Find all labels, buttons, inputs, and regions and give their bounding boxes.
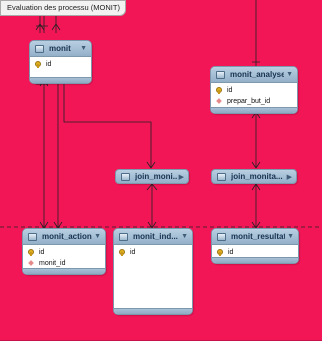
column-name: id	[46, 61, 52, 68]
table-monit-resultat[interactable]: monit_resultat ▼ id	[211, 228, 299, 264]
diamond-icon	[216, 98, 223, 105]
table-header[interactable]: monit_resultat ▼	[212, 229, 298, 245]
table-name: monit_action	[42, 232, 92, 241]
tick-mark	[36, 25, 260, 85]
table-name: monit_ind...	[133, 232, 178, 241]
column-name: id	[228, 249, 234, 256]
table-monit-ind[interactable]: monit_ind... ▼ id	[113, 228, 193, 315]
table-footer	[114, 308, 192, 314]
diagram-layer-label[interactable]: Evaluation des processu (MONIT)	[0, 0, 126, 16]
chevron-down-icon[interactable]: ▼	[94, 233, 101, 240]
table-monit-analyse[interactable]: monit_analyse ▼ id prepar_but_id	[210, 66, 298, 114]
column-name: id	[227, 87, 233, 94]
column-row[interactable]: id	[212, 247, 298, 258]
column-name: id	[130, 249, 136, 256]
column-name: monit_id	[39, 260, 66, 267]
key-icon	[216, 87, 223, 94]
column-row[interactable]: id	[211, 85, 297, 96]
table-name: monit	[49, 44, 71, 53]
table-monit-action[interactable]: monit_action ▼ id monit_id	[22, 228, 106, 275]
table-icon	[119, 232, 128, 241]
crowfoot-mark	[39, 79, 63, 229]
chevron-down-icon[interactable]: ▼	[181, 233, 188, 240]
table-footer	[212, 257, 298, 263]
table-icon	[28, 232, 37, 241]
chevron-right-icon[interactable]: ▶	[178, 173, 184, 181]
chevron-down-icon[interactable]: ▼	[286, 71, 293, 78]
table-footer	[211, 107, 297, 113]
table-header[interactable]: monit_analyse ▼	[211, 67, 297, 83]
table-join-monita[interactable]: join_monita... ▶	[211, 169, 297, 184]
key-icon	[217, 249, 224, 256]
table-footer	[23, 268, 105, 274]
diamond-icon	[28, 260, 35, 267]
table-icon	[217, 172, 226, 181]
column-row[interactable]: prepar_but_id	[211, 96, 297, 107]
key-icon	[35, 61, 42, 68]
table-icon	[35, 44, 44, 53]
table-name: join_monita...	[231, 172, 283, 181]
table-monit[interactable]: monit ▼ id	[29, 40, 92, 84]
crowfoot-mark	[35, 23, 61, 31]
column-row[interactable]: id	[30, 59, 91, 70]
table-name: join_moni...	[135, 172, 177, 181]
table-icon	[216, 70, 225, 79]
column-row[interactable]: id	[114, 247, 192, 258]
table-header[interactable]: monit ▼	[30, 41, 91, 57]
table-name: monit_analyse	[230, 70, 285, 79]
chevron-down-icon[interactable]: ▼	[80, 45, 87, 52]
table-name: monit_resultat	[231, 232, 286, 241]
table-footer	[30, 77, 91, 83]
rel-line	[63, 80, 152, 168]
column-name: id	[39, 249, 45, 256]
table-icon	[121, 172, 130, 181]
chevron-down-icon[interactable]: ▼	[287, 233, 294, 240]
column-name: prepar_but_id	[227, 98, 271, 105]
table-icon	[217, 232, 226, 241]
table-header[interactable]: monit_ind... ▼	[114, 229, 192, 245]
key-icon	[119, 249, 126, 256]
chevron-right-icon[interactable]: ▶	[286, 173, 292, 181]
key-icon	[28, 249, 35, 256]
table-join-moni[interactable]: join_moni... ▶	[115, 169, 189, 184]
column-row[interactable]: id	[23, 247, 105, 258]
table-header[interactable]: monit_action ▼	[23, 229, 105, 245]
column-row[interactable]: monit_id	[23, 258, 105, 269]
